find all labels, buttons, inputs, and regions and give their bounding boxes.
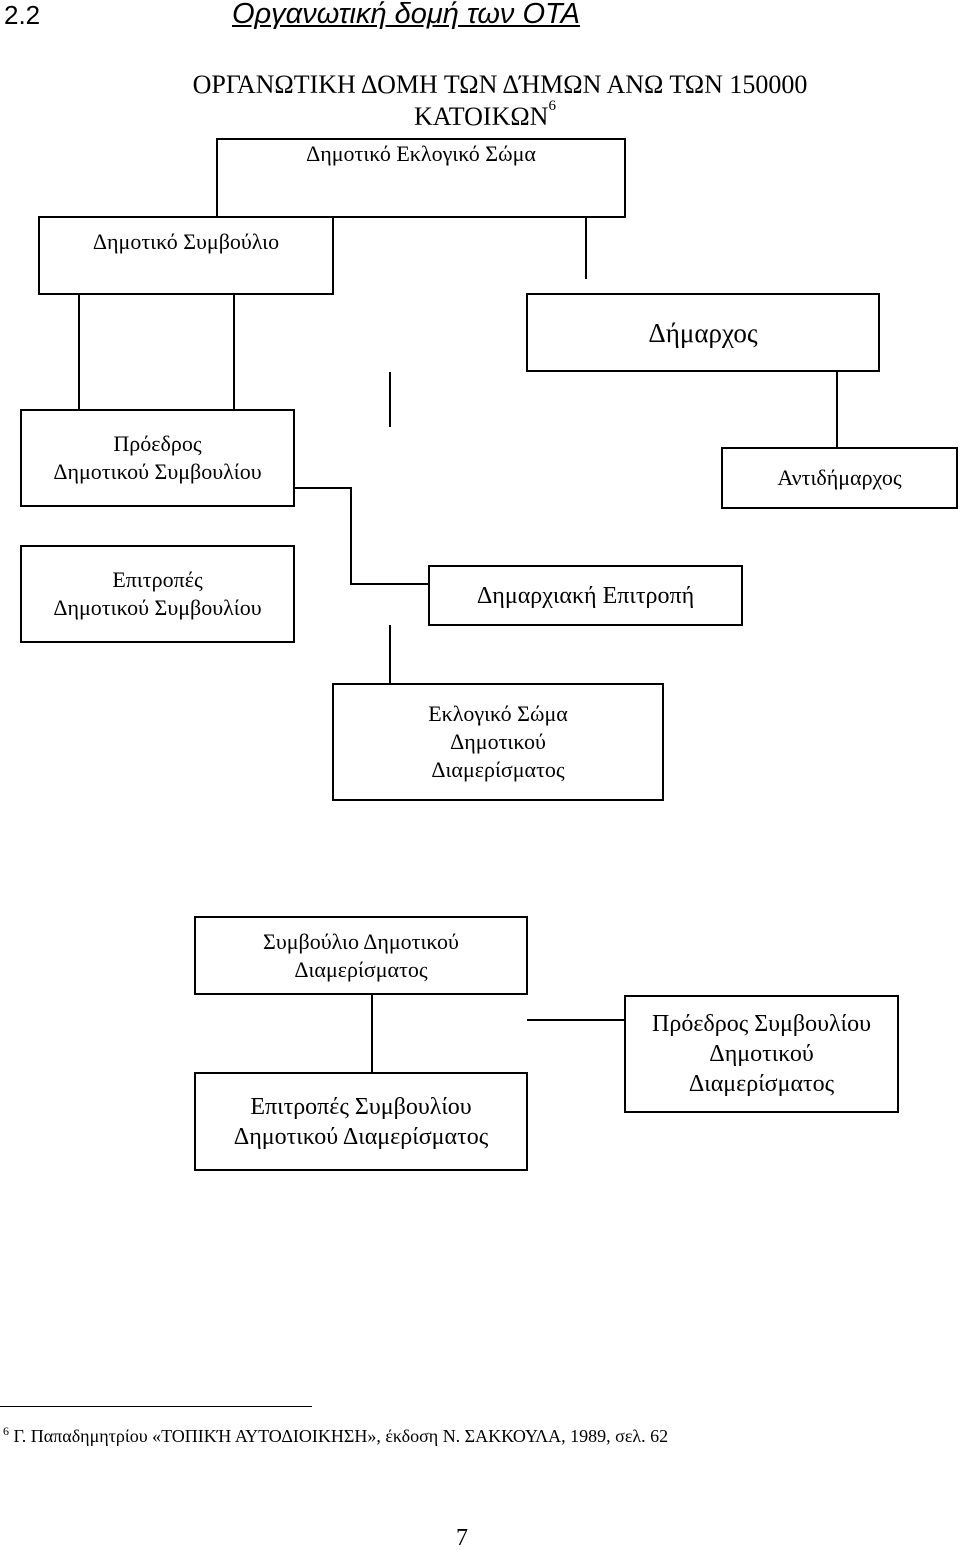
connector-line	[350, 487, 352, 585]
box-label-line: Εκλογικό Σώμα	[428, 701, 568, 726]
box-label-line: Δημοτικού Συμβουλίου	[53, 595, 262, 620]
connector-line	[389, 625, 391, 683]
box-label-line: Συμβούλιο Δημοτικού	[263, 928, 459, 954]
connector-line	[585, 216, 587, 279]
page-number: 7	[456, 1525, 468, 1550]
box-electoral-body: Δημοτικό Εκλογικό Σώμα	[216, 138, 626, 218]
diagram-title-line2-text: ΚΑΤΟΙΚΩΝ	[414, 102, 549, 131]
footnote-rule	[0, 1406, 312, 1407]
box-label-line: Πρόεδρος	[113, 431, 202, 456]
section-title: Οργανωτική δομή των ΟΤΑ	[232, 0, 580, 30]
box-deputy-mayor: Αντιδήμαρχος	[721, 447, 958, 509]
connector-line	[294, 487, 352, 489]
box-municipal-committee: Δημαρχιακή Επιτροπή	[428, 565, 743, 626]
box-label-line: Διαμερίσματος	[294, 956, 428, 982]
box-label-line: Διαμερίσματος	[431, 757, 565, 782]
box-label-line: Δημοτικό Εκλογικό Σώμα	[306, 141, 536, 166]
section-number: 2.2	[4, 0, 41, 30]
box-label-line: Δημαρχιακή Επιτροπή	[476, 582, 695, 609]
box-label-line: Δημοτικού	[450, 729, 546, 754]
box-mayor: Δήμαρχος	[526, 293, 880, 372]
footnote-reference: 6	[548, 98, 556, 114]
box-label-line: Δημοτικού	[709, 1041, 814, 1067]
diagram-title-line2: ΚΑΤΟΙΚΩΝ6	[0, 98, 960, 132]
connector-line	[233, 294, 235, 409]
box-label-line: Επιτροπές Συμβουλίου	[250, 1093, 472, 1120]
box-label-line: Επιτροπές	[112, 567, 203, 592]
box-label-line: Δήμαρχος	[648, 317, 758, 348]
connector-line	[78, 294, 80, 409]
footnote: 6 Γ. Παπαδημητρίου «ΤΟΠΙΚΉ ΑΥΤΟΔΙΟΙΚΗΣΗ»…	[3, 1424, 668, 1447]
connector-line	[527, 1019, 624, 1021]
box-label-line: Διαμερίσματος	[688, 1071, 835, 1097]
footnote-text: Γ. Παπαδημητρίου «ΤΟΠΙΚΉ ΑΥΤΟΔΙΟΙΚΗΣΗ», …	[9, 1426, 669, 1446]
connector-line	[371, 995, 373, 1072]
diagram-title-line1: ΟΡΓΑΝΩΤΙΚΗ ΔΟΜΗ ΤΩΝ ΔΉΜΩΝ ΑΝΩ ΤΩΝ 150000	[192, 70, 808, 99]
connector-line	[836, 371, 838, 448]
box-label-line: Δημοτικό Συμβούλιο	[92, 229, 280, 254]
connector-line	[350, 583, 428, 585]
box-label-line: Δημοτικού Διαμερίσματος	[233, 1123, 489, 1150]
connector-line	[389, 372, 391, 427]
box-label-line: Δημοτικού Συμβουλίου	[53, 459, 262, 484]
box-label-line: Αντιδήμαρχος	[777, 465, 902, 490]
footnote-marker: 6	[3, 1424, 9, 1438]
box-label-line: Πρόεδρος Συμβουλίου	[652, 1011, 871, 1037]
box-municipal-council: Δημοτικό Συμβούλιο	[38, 216, 334, 295]
